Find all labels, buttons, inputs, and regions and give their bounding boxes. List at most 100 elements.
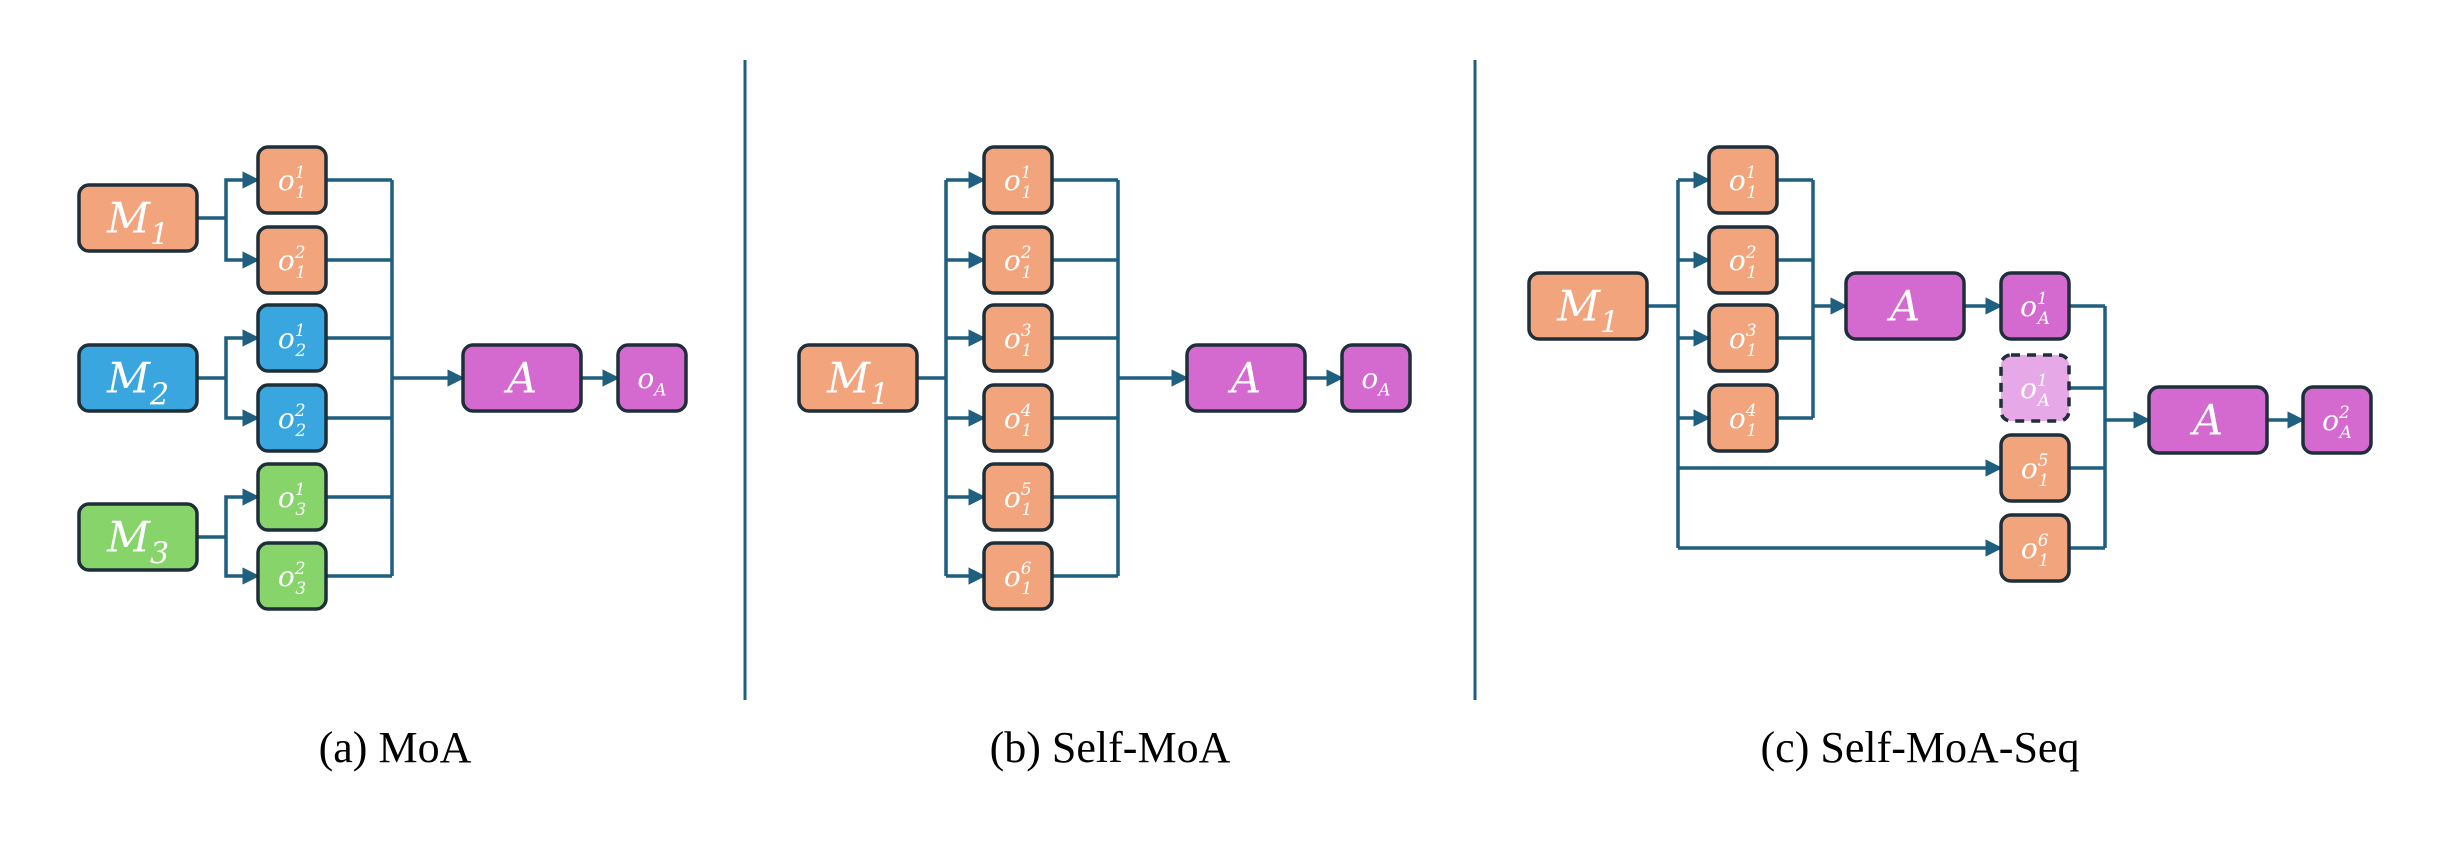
aggregator-box-label: A (1886, 282, 1920, 331)
output-box-bg (1707, 303, 1779, 373)
model-box: M1 (797, 343, 919, 413)
aggregator-box-label: A (503, 354, 537, 403)
caption-self-moa: (b) Self-MoA (990, 723, 1231, 772)
model-box-label: M1 (826, 354, 889, 413)
model-box: M3 (77, 502, 199, 572)
model-box-bg (77, 343, 199, 413)
output-box-bg (256, 383, 328, 453)
final-output-box: oA (616, 343, 688, 413)
model-box-bg (77, 502, 199, 572)
aggregator-box: A (1844, 271, 1966, 341)
model-box-label: M1 (1556, 282, 1619, 341)
output-box-bg (982, 383, 1054, 453)
model-box: M1 (77, 183, 199, 253)
aggregator-box-bg (1185, 343, 1307, 413)
output-box-bg (256, 462, 328, 532)
branch-arrow (224, 218, 260, 269)
output-box-bg (982, 145, 1054, 215)
aggregator-box: A (1185, 343, 1307, 413)
aggregator2-box-bg (2147, 385, 2269, 455)
output-box-bg (982, 303, 1054, 373)
output-box-bg (256, 541, 328, 611)
final-output-box-label: oA (1361, 362, 1390, 401)
final-output-box-label: oA (637, 362, 666, 401)
model-box-bg (77, 183, 199, 253)
new-output-box-bg (1999, 513, 2071, 583)
branch-arrow (224, 171, 260, 218)
intermediate-output-copy-box-bg (1999, 353, 2071, 423)
model-box: M2 (77, 343, 199, 413)
final-output-box-bg (616, 343, 688, 413)
model-box-bg (1527, 271, 1649, 341)
output-box-bg (982, 225, 1054, 295)
model-box-label: M2 (106, 354, 169, 413)
output-box-bg (982, 462, 1054, 532)
output-box-bg (1707, 145, 1779, 215)
output-box-bg (256, 303, 328, 373)
aggregator-box-bg (461, 343, 583, 413)
aggregator2-box: A (2147, 385, 2269, 455)
output-box-bg (256, 145, 328, 215)
output-box-bg (1707, 383, 1779, 453)
branch-arrow (224, 537, 260, 585)
aggregator-box: A (461, 343, 583, 413)
final-output-box: oA (1340, 343, 1412, 413)
aggregator2-box-label: A (2189, 396, 2223, 445)
branch-arrow (224, 329, 260, 378)
final-output-box-bg (1340, 343, 1412, 413)
model-box-label: M1 (106, 194, 169, 253)
aggregator-box-label: A (1227, 354, 1261, 403)
final-output-box-bg (2301, 385, 2373, 455)
aggregator-box-bg (1844, 271, 1966, 341)
caption-self-moa-seq: (c) Self-MoA-Seq (1761, 723, 2080, 772)
output-box-bg (982, 541, 1054, 611)
connector-lines (197, 171, 2305, 585)
output-box-bg (256, 225, 328, 295)
model-box-label: M3 (106, 513, 169, 572)
branch-arrow (224, 488, 260, 537)
caption-moa: (a) MoA (319, 723, 472, 772)
output-box-bg (1707, 225, 1779, 295)
